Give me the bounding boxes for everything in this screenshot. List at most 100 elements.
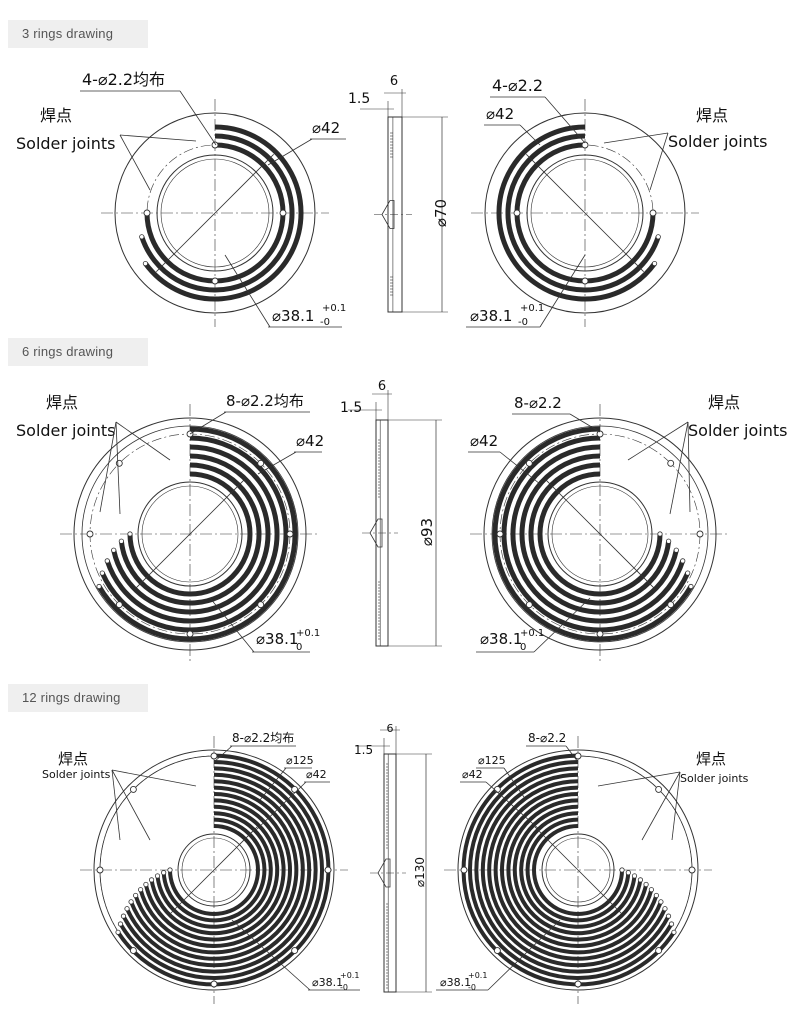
leader-line — [519, 124, 541, 146]
solder-joint — [117, 921, 124, 927]
solder-joint — [111, 547, 117, 553]
d-inner-label: ⌀38.1 — [440, 976, 471, 989]
solder-joint — [161, 870, 167, 876]
mounting-hole — [291, 947, 299, 955]
solder-joint — [127, 531, 133, 537]
solder-joint — [619, 867, 625, 873]
tolerance-plus: +0.1 — [322, 303, 346, 314]
mounting-hole — [291, 785, 299, 793]
solder-label-en: Solder joints — [42, 768, 111, 781]
solder-joint — [137, 887, 144, 893]
ring-track — [487, 779, 663, 961]
mounting-hole — [688, 866, 696, 874]
ring-track — [139, 133, 295, 293]
leader-line — [545, 479, 655, 589]
mounting-hole — [129, 947, 137, 955]
ring-track — [138, 792, 292, 948]
tolerance-minus: -0 — [468, 983, 476, 992]
ring-track — [480, 772, 667, 968]
ring-track — [144, 142, 286, 284]
outer-disk — [93, 749, 335, 991]
thickness-total: 6 — [378, 379, 386, 394]
ring-track — [121, 766, 318, 974]
leader-line — [170, 826, 258, 914]
ring-track — [168, 824, 260, 916]
d-inner-label: ⌀38.1 — [480, 630, 522, 648]
mounting-hole — [493, 947, 501, 955]
leader-line — [231, 919, 311, 991]
ring-track — [133, 785, 299, 955]
leader-line — [115, 421, 171, 461]
d-outer-label: ⌀42 — [312, 119, 340, 137]
d-outer-label: ⌀42 — [470, 432, 498, 450]
mounting-hole — [596, 630, 604, 638]
mounting-hole — [460, 866, 468, 874]
solder-label-en: Solder joints — [668, 132, 767, 151]
mounting-hole — [286, 530, 294, 538]
holes-label: 4-⌀2.2 — [492, 76, 543, 95]
solder-joint — [104, 558, 110, 564]
ring-track — [118, 462, 262, 606]
solder-label-cn: 焊点 — [696, 106, 728, 125]
ring-track — [519, 811, 637, 929]
solder-joint — [115, 929, 121, 935]
d-inner-label: ⌀38.1 — [312, 976, 343, 989]
solder-label-cn: 焊点 — [708, 393, 740, 412]
leader-line — [135, 479, 245, 589]
leader-line — [119, 134, 197, 142]
leader-line — [99, 421, 117, 513]
leader-line — [111, 769, 121, 841]
ring-track — [116, 753, 331, 987]
leader-line — [687, 421, 691, 513]
ring-track — [514, 142, 656, 284]
leader-line — [209, 597, 255, 653]
leader-line — [115, 421, 121, 515]
solder-joint — [671, 929, 677, 935]
holes-label: 8-⌀2.2均布 — [226, 392, 304, 410]
mounting-hole — [574, 980, 582, 988]
ring-track — [492, 426, 694, 642]
ring-track — [125, 772, 312, 968]
mounting-hole — [115, 459, 123, 467]
diameter-label: ⌀70 — [432, 199, 450, 227]
thickness-total: 6 — [390, 74, 398, 89]
ring-track — [461, 753, 676, 987]
ring-track — [129, 779, 305, 961]
solder-joint — [666, 538, 672, 544]
ring-track — [532, 824, 624, 916]
mounting-hole — [655, 947, 663, 955]
leader-line — [487, 919, 561, 991]
holes-label: 4-⌀2.2均布 — [82, 70, 165, 89]
mounting-hole — [649, 209, 657, 217]
mounting-hole — [596, 430, 604, 438]
mounting-hole — [493, 785, 501, 793]
diameter-label: ⌀93 — [418, 518, 436, 546]
solder-joint — [685, 570, 691, 576]
holes-label: 8-⌀2.2均布 — [232, 731, 294, 745]
solder-joint — [658, 899, 664, 905]
solder-label-en: Solder joints — [680, 772, 749, 785]
ring-track — [149, 804, 280, 936]
ring-track — [510, 444, 686, 624]
leader-line — [257, 451, 297, 475]
solder-joint — [124, 906, 130, 912]
diameter-label: ⌀130 — [413, 857, 427, 887]
mounting-hole — [257, 601, 265, 609]
solder-joint — [662, 906, 668, 912]
mounting-hole — [574, 752, 582, 760]
section-header: 6 rings drawing — [8, 338, 148, 366]
leader-line — [259, 767, 287, 801]
ring-track — [506, 798, 649, 942]
mounting-hole — [525, 601, 533, 609]
mounting-hole — [210, 980, 218, 988]
thickness-partial: 1.5 — [348, 91, 370, 107]
mounting-hole — [86, 530, 94, 538]
holes-label: 8-⌀2.2 — [528, 731, 566, 745]
leader-line — [669, 421, 689, 515]
mounting-hole — [655, 785, 663, 793]
mounting-hole — [210, 752, 218, 760]
leader-line — [224, 254, 271, 328]
mounting-hole — [696, 530, 704, 538]
